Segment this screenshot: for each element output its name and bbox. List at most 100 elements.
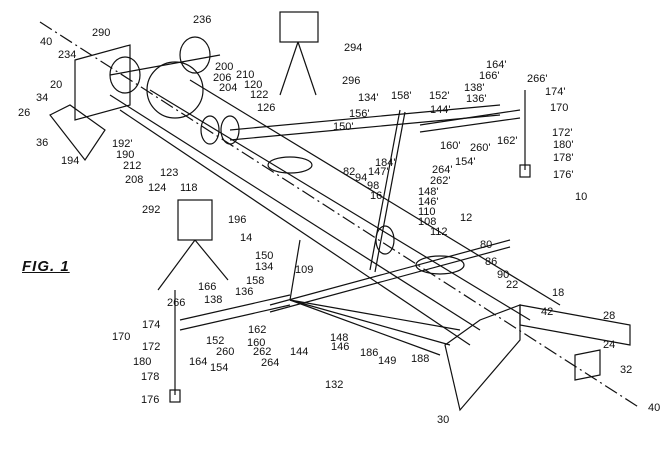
ref-label: 34 bbox=[36, 93, 48, 104]
ref-label: 290 bbox=[92, 28, 110, 39]
ref-label: 154 bbox=[210, 363, 228, 374]
ref-label: 236 bbox=[193, 15, 211, 26]
ref-label: 20 bbox=[50, 80, 62, 91]
flywheel bbox=[147, 62, 203, 118]
ref-label: 86 bbox=[485, 257, 497, 268]
ref-label: 158' bbox=[391, 91, 411, 102]
ref-label: 40 bbox=[40, 37, 52, 48]
ref-label: 166' bbox=[479, 71, 499, 82]
ref-label: 160' bbox=[440, 141, 460, 152]
ref-label: 36 bbox=[36, 138, 48, 149]
ref-label: 10 bbox=[575, 192, 587, 203]
ref-label: 154' bbox=[455, 157, 475, 168]
ref-label: 12 bbox=[460, 213, 472, 224]
ref-label: 134' bbox=[358, 93, 378, 104]
ref-label: 134 bbox=[255, 262, 273, 273]
front-foot bbox=[575, 350, 600, 380]
ref-label: 176 bbox=[141, 395, 159, 406]
ref-label: 266' bbox=[527, 74, 547, 85]
ref-label: 18 bbox=[552, 288, 564, 299]
ref-label: 260 bbox=[216, 347, 234, 358]
ref-label: 296 bbox=[342, 76, 360, 87]
ref-label: 136 bbox=[235, 287, 253, 298]
ref-label: 174' bbox=[545, 87, 565, 98]
ref-label: 147' bbox=[368, 167, 388, 178]
ref-label: 28 bbox=[603, 311, 615, 322]
ref-label: 196 bbox=[228, 215, 246, 226]
lower-arm bbox=[180, 295, 290, 320]
motor-234 bbox=[110, 57, 140, 93]
tripod-leg bbox=[158, 240, 195, 290]
lower-arm-2 bbox=[180, 305, 290, 330]
ref-label: 144' bbox=[430, 105, 450, 116]
ref-label: 172 bbox=[142, 342, 160, 353]
ref-label: 138 bbox=[204, 295, 222, 306]
ref-label: 26 bbox=[18, 108, 30, 119]
ref-label: 170 bbox=[112, 332, 130, 343]
ref-label: 170 bbox=[550, 103, 568, 114]
ref-label: 152' bbox=[429, 91, 449, 102]
tripod-leg bbox=[195, 240, 228, 280]
ref-label: 186 bbox=[360, 348, 378, 359]
rear-base bbox=[50, 105, 105, 160]
ref-label: 123 bbox=[160, 168, 178, 179]
camera-292 bbox=[178, 200, 212, 240]
tripod-leg bbox=[298, 42, 316, 95]
ref-label: 32 bbox=[620, 365, 632, 376]
ref-label: 136' bbox=[466, 94, 486, 105]
ref-label: 149 bbox=[378, 356, 396, 367]
ref-label: 264 bbox=[261, 358, 279, 369]
ref-label: 172' bbox=[552, 128, 572, 139]
ref-label: 30 bbox=[437, 415, 449, 426]
ref-label: 94 bbox=[355, 173, 367, 184]
ref-label: 166 bbox=[198, 282, 216, 293]
ref-label: 118 bbox=[180, 183, 198, 194]
figure-title: FIG. 1 bbox=[22, 258, 70, 275]
ref-label: 132 bbox=[325, 380, 343, 391]
rear-housing bbox=[75, 45, 130, 120]
ref-label: 156' bbox=[349, 109, 369, 120]
ref-label: 174 bbox=[142, 320, 160, 331]
ref-label: 178' bbox=[553, 153, 573, 164]
ref-label: 162' bbox=[497, 136, 517, 147]
ref-label: 162 bbox=[248, 325, 266, 336]
brace-2 bbox=[290, 300, 460, 330]
ref-label: 82 bbox=[343, 167, 355, 178]
ref-label: 22 bbox=[506, 280, 518, 291]
upper-arm-2 bbox=[420, 118, 520, 132]
front-base bbox=[445, 305, 520, 410]
brace-1 bbox=[290, 300, 450, 345]
ref-label: 109 bbox=[295, 265, 313, 276]
ref-label: 180 bbox=[133, 357, 151, 368]
ref-label: 124 bbox=[148, 183, 166, 194]
ref-label: 144 bbox=[290, 347, 308, 358]
ref-label: 292 bbox=[142, 205, 160, 216]
ref-label: 122 bbox=[250, 90, 268, 101]
ref-label: 194 bbox=[61, 156, 79, 167]
ref-label: 176' bbox=[553, 170, 573, 181]
tripod-leg bbox=[280, 42, 298, 95]
monitor-294 bbox=[280, 12, 318, 42]
ref-label: 40 bbox=[648, 403, 660, 414]
ref-label: 204 bbox=[219, 83, 237, 94]
ref-label: 126 bbox=[257, 103, 275, 114]
ref-label: 260' bbox=[470, 143, 490, 154]
ref-label: 24 bbox=[603, 340, 615, 351]
ref-label: 80 bbox=[480, 240, 492, 251]
ref-label: 208 bbox=[125, 175, 143, 186]
ref-label: 188 bbox=[411, 354, 429, 365]
motor-236 bbox=[180, 37, 210, 73]
ref-label: 294 bbox=[344, 43, 362, 54]
ref-label: 16 bbox=[370, 191, 382, 202]
ref-label: 164 bbox=[189, 357, 207, 368]
ref-label: 266 bbox=[167, 298, 185, 309]
ref-label: 178 bbox=[141, 372, 159, 383]
ref-label: 234 bbox=[58, 50, 76, 61]
ref-label: 180' bbox=[553, 140, 573, 151]
ref-label: 14 bbox=[240, 233, 252, 244]
ref-label: 150' bbox=[333, 122, 353, 133]
shaft bbox=[110, 55, 220, 75]
ref-label: 42 bbox=[541, 307, 553, 318]
ref-label: 146 bbox=[331, 342, 349, 353]
